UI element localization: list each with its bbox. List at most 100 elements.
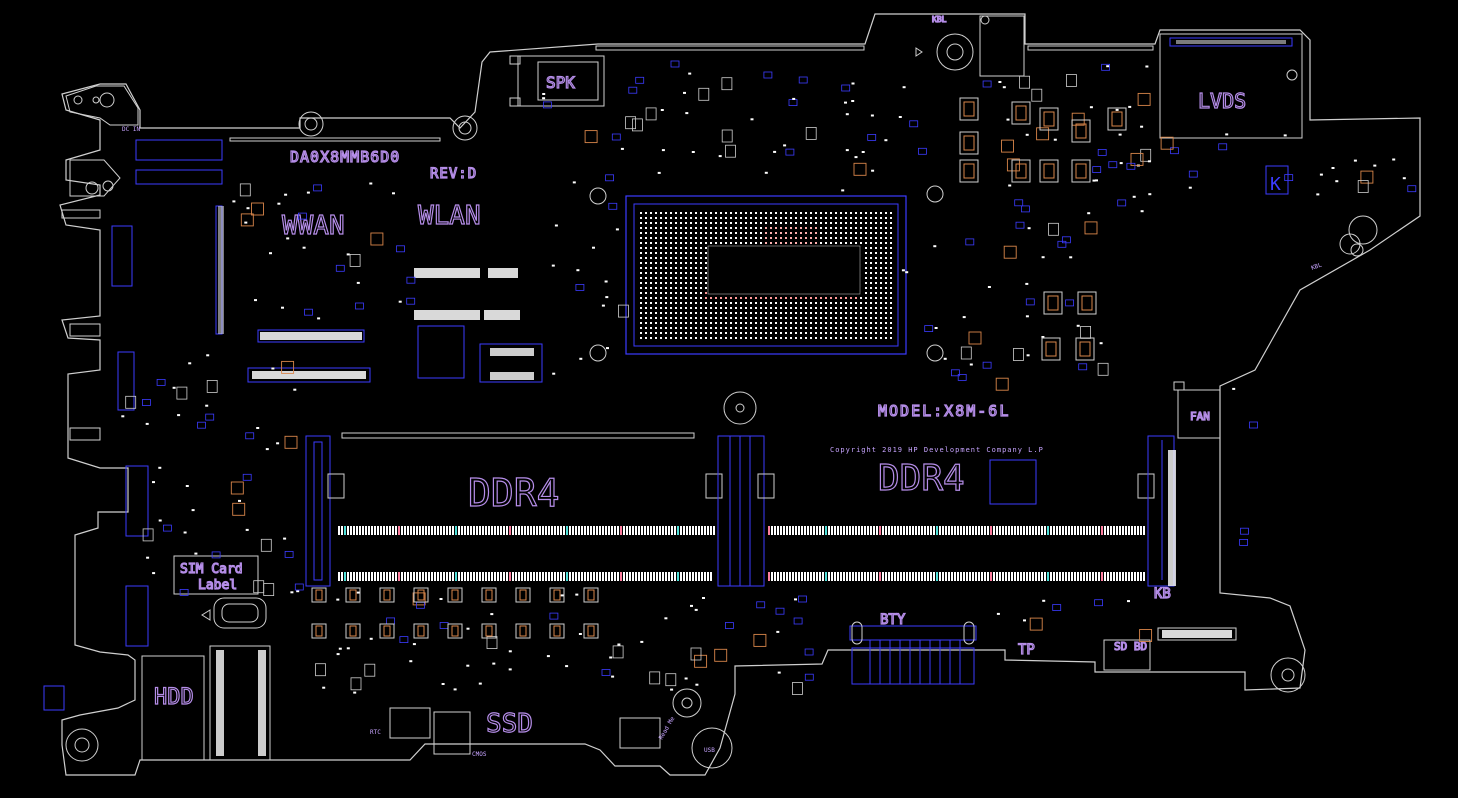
vrm-inductor-core: [1015, 163, 1027, 179]
smd-component: [1188, 170, 1198, 178]
cpu-ball: [675, 247, 677, 249]
ddr-pin: [1047, 526, 1049, 535]
cpu-ball: [665, 337, 667, 339]
cpu-ball: [785, 217, 787, 219]
cpu-ball: [740, 227, 742, 229]
ddr-pin: [816, 572, 818, 581]
cpu-ball: [640, 302, 642, 304]
cpu-ball: [650, 292, 652, 294]
ddr-pin: [1008, 526, 1010, 535]
vrm-inductor-core: [1081, 295, 1093, 311]
ddr-pin: [557, 572, 559, 581]
smd-pad: [601, 304, 605, 307]
cpu-ball: [690, 242, 692, 244]
cpu-ball: [890, 287, 892, 289]
ddr-pin: [695, 572, 697, 581]
cpu-ball: [830, 317, 832, 319]
cpu-ball: [870, 267, 872, 269]
ddr-pin: [858, 526, 860, 535]
smd-component: [549, 612, 559, 620]
ddr-pin: [963, 526, 965, 535]
cpu-ball: [640, 282, 642, 284]
cpu-ball: [745, 337, 747, 339]
ddr-pin: [440, 526, 442, 535]
cpu-ball: [745, 317, 747, 319]
capacitor: [1019, 75, 1030, 89]
ddr-pin: [921, 526, 923, 535]
ddr-pin: [659, 572, 661, 581]
cpu-ball: [705, 277, 707, 279]
cpu-ball: [890, 312, 892, 314]
cpu-ball: [675, 302, 677, 304]
ddr-pin: [692, 526, 694, 535]
smd-pad: [492, 662, 496, 665]
cpu-ball: [680, 302, 682, 304]
ddr-pin: [551, 572, 553, 581]
cpu-ball: [810, 212, 812, 214]
cpu-ball: [890, 262, 892, 264]
ddr-pin: [485, 526, 487, 535]
ddr-pin: [350, 526, 352, 535]
ddr-pin: [680, 526, 682, 535]
cpu-ball: [860, 317, 862, 319]
ddr-pin: [431, 572, 433, 581]
cpu-ball: [820, 337, 822, 339]
cpu-ball: [745, 297, 747, 299]
inductor: [370, 232, 384, 246]
cpu-ball: [660, 287, 662, 289]
cpu-ball: [880, 242, 882, 244]
ddr-pin: [509, 572, 511, 581]
cpu-ball: [750, 332, 752, 334]
smd-component: [785, 148, 795, 156]
cpu-ball: [705, 297, 707, 299]
ddr-pin: [653, 526, 655, 535]
smd-pad: [565, 665, 569, 668]
ddr-pin: [843, 572, 845, 581]
smd-pad: [660, 109, 664, 111]
cpu-ball: [770, 322, 772, 324]
cpu-ball: [655, 292, 657, 294]
cpu-ball: [770, 302, 772, 304]
cpu-ball: [675, 212, 677, 214]
cpu-ball: [775, 222, 777, 224]
cpu-ball: [660, 282, 662, 284]
capacitor: [698, 87, 710, 101]
cpu-ball: [675, 227, 677, 229]
cpu-ball: [660, 227, 662, 229]
cpu-ball: [875, 222, 877, 224]
cpu-ball: [655, 257, 657, 259]
cpu-ball: [660, 327, 662, 329]
cpu-ball: [885, 282, 887, 284]
ddr-pin: [449, 572, 451, 581]
cpu-ball: [855, 332, 857, 334]
ddr-pin: [855, 572, 857, 581]
cpu-ball: [890, 307, 892, 309]
smd-pad: [508, 650, 512, 653]
cpu-ball: [690, 322, 692, 324]
cpu-ball: [810, 307, 812, 309]
ddr-pin: [359, 572, 361, 581]
ddr-pin: [1119, 526, 1121, 535]
vrm-inductor: [959, 97, 979, 121]
cpu-ball: [710, 312, 712, 314]
cpu-ball: [770, 317, 772, 319]
smd-pad: [996, 612, 1000, 615]
cpu-ball: [720, 322, 722, 324]
cpu-ball: [795, 237, 797, 239]
cpu-ball: [800, 317, 802, 319]
smd-pad: [609, 656, 613, 659]
cpu-ball: [665, 322, 667, 324]
cpu-ball: [805, 222, 807, 224]
ddr-pin: [368, 572, 370, 581]
cpu-ball: [825, 322, 827, 324]
smd-pad: [685, 112, 689, 115]
cpu-ball: [810, 232, 812, 234]
cpu-ball: [760, 327, 762, 329]
cpu-ball: [715, 332, 717, 334]
ddr-pin: [407, 526, 409, 535]
cpu-ball: [660, 312, 662, 314]
ddr-pin: [371, 572, 373, 581]
cpu-ball: [805, 227, 807, 229]
cpu-ball: [705, 322, 707, 324]
